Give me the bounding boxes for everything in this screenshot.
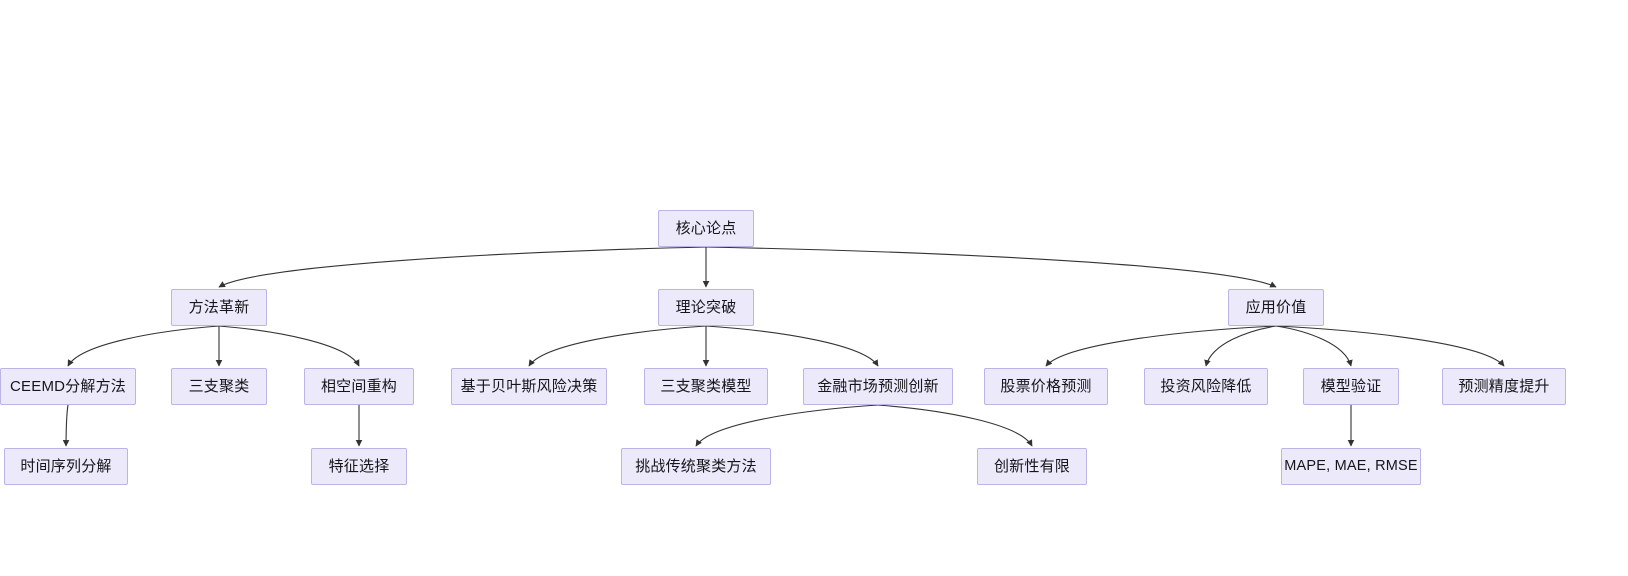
node-c6[interactable]: 金融市场预测创新 [803, 368, 953, 405]
node-label: 时间序列分解 [20, 458, 112, 475]
edge-root-to-b3 [705, 246, 1277, 288]
edge-root-to-b1 [218, 246, 707, 288]
node-label: 方法革新 [188, 299, 250, 316]
node-label: 模型验证 [1320, 378, 1382, 395]
node-c5[interactable]: 三支聚类模型 [644, 368, 768, 405]
node-c4[interactable]: 基于贝叶斯风险决策 [451, 368, 607, 405]
edge-b3-to-c8 [1204, 325, 1277, 367]
node-b3[interactable]: 应用价值 [1228, 289, 1324, 326]
edge-c1-to-d1 [62, 404, 70, 447]
edge-paths [62, 246, 1505, 447]
node-label: 应用价值 [1245, 299, 1307, 316]
node-label: 三支聚类模型 [660, 378, 752, 395]
node-c9[interactable]: 模型验证 [1303, 368, 1399, 405]
edge-c6-to-d3 [695, 404, 879, 447]
node-label: 创新性有限 [993, 458, 1070, 475]
node-c3[interactable]: 相空间重构 [304, 368, 414, 405]
node-d4[interactable]: 创新性有限 [977, 448, 1087, 485]
edge-c6-to-d4 [877, 404, 1033, 447]
node-label: 特征选择 [328, 458, 390, 475]
edge-b1-to-c1 [67, 325, 220, 367]
node-label: 金融市场预测创新 [817, 378, 939, 395]
edge-b3-to-c7 [1045, 325, 1277, 367]
node-b2[interactable]: 理论突破 [658, 289, 754, 326]
edge-b3-to-c9 [1275, 325, 1353, 367]
node-c1[interactable]: CEEMD分解方法 [0, 368, 136, 405]
edge-b2-to-c6 [705, 325, 879, 367]
node-label: 预测精度提升 [1458, 378, 1550, 395]
node-c7[interactable]: 股票价格预测 [984, 368, 1108, 405]
node-d3[interactable]: 挑战传统聚类方法 [621, 448, 771, 485]
node-c10[interactable]: 预测精度提升 [1442, 368, 1566, 405]
node-label: 股票价格预测 [1000, 378, 1092, 395]
node-d5[interactable]: MAPE, MAE, RMSE [1281, 448, 1421, 485]
node-label: 核心论点 [675, 220, 737, 237]
node-label: 理论突破 [675, 299, 737, 316]
node-c8[interactable]: 投资风险降低 [1144, 368, 1268, 405]
node-b1[interactable]: 方法革新 [171, 289, 267, 326]
edge-b1-to-c3 [218, 325, 360, 367]
node-label: 基于贝叶斯风险决策 [460, 378, 598, 395]
node-label: 投资风险降低 [1160, 378, 1252, 395]
node-label: MAPE, MAE, RMSE [1284, 458, 1418, 475]
node-label: 三支聚类 [188, 378, 250, 395]
node-label: CEEMD分解方法 [10, 378, 126, 395]
node-d1[interactable]: 时间序列分解 [4, 448, 128, 485]
edge-b3-to-c10 [1275, 325, 1505, 367]
node-label: 挑战传统聚类方法 [635, 458, 757, 475]
edge-b2-to-c4 [528, 325, 707, 367]
root-node[interactable]: 核心论点 [658, 210, 754, 247]
node-label: 相空间重构 [320, 378, 397, 395]
node-d2[interactable]: 特征选择 [311, 448, 407, 485]
node-c2[interactable]: 三支聚类 [171, 368, 267, 405]
